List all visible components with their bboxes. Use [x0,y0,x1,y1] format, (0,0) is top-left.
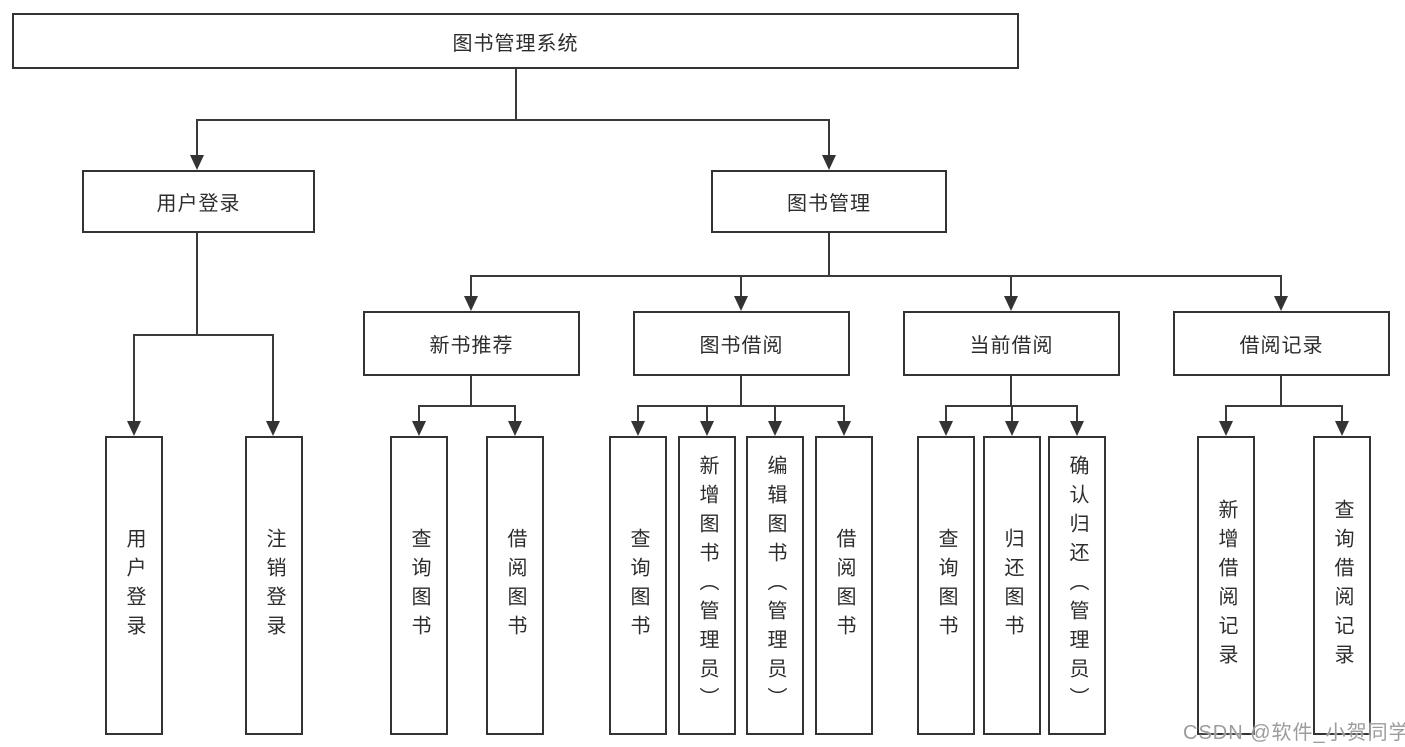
connector-hline [133,334,274,336]
connector-hline [470,275,1282,277]
arrowhead-icon [822,155,836,170]
node-label: 查询图书 [627,527,649,644]
arrowhead-icon [1005,421,1019,436]
node-query-borrow-record: 查询借阅记录 [1313,436,1371,735]
connector-vline [828,232,830,277]
connector-vline [133,334,135,422]
node-add-book-admin: 新增图书（管理员） [678,436,736,735]
connector-vline [828,119,830,156]
node-return-books: 归还图书 [983,436,1041,735]
node-borrow-books-1: 借阅图书 [486,436,544,735]
connector-vline [515,68,517,120]
node-label: 确认归还（管理员） [1066,455,1088,716]
node-label: 新增借阅记录 [1215,498,1237,673]
connector-vline [1076,405,1078,423]
arrowhead-icon [464,296,478,311]
node-borrowing-records: 借阅记录 [1173,311,1390,376]
node-current-borrowing: 当前借阅 [903,311,1120,376]
node-label: 查询图书 [408,527,430,644]
connector-vline [1010,376,1012,407]
node-label: 用户登录 [156,193,241,215]
node-label: 借阅图书 [833,527,855,644]
arrowhead-icon [631,421,645,436]
connector-vline [774,405,776,423]
node-label: 编辑图书（管理员） [764,455,786,716]
arrowhead-icon [266,421,280,436]
arrowhead-icon [837,421,851,436]
node-label: 借阅图书 [504,527,526,644]
node-new-book-recommendation: 新书推荐 [363,311,580,376]
node-label: 图书借阅 [699,335,784,357]
arrowhead-icon [190,155,204,170]
connector-hline [1225,405,1343,407]
node-add-borrow-record: 新增借阅记录 [1197,436,1255,735]
node-query-books-2: 查询图书 [609,436,667,735]
connector-vline [1280,376,1282,407]
node-user-login: 用户登录 [82,170,315,233]
node-label: 用户登录 [123,527,145,644]
arrowhead-icon [1070,421,1084,436]
connector-vline [1010,275,1012,298]
connector-vline [740,376,742,407]
connector-hline [418,405,516,407]
node-edit-book-admin: 编辑图书（管理员） [746,436,804,735]
arrowhead-icon [1274,296,1288,311]
connector-vline [470,376,472,407]
node-label: 归还图书 [1001,527,1023,644]
arrowhead-icon [508,421,522,436]
node-query-books-3: 查询图书 [917,436,975,735]
node-label: 图书管理 [787,193,871,215]
connector-vline [1011,405,1013,423]
node-user-login-leaf: 用户登录 [105,436,163,735]
node-book-management: 图书管理 [711,170,947,233]
connector-vline [272,334,274,422]
arrowhead-icon [1004,296,1018,311]
arrowhead-icon [700,421,714,436]
node-label: 借阅记录 [1239,335,1324,357]
connector-hline [637,405,845,407]
node-label: 注销登录 [263,527,285,644]
connector-vline [196,119,198,156]
connector-vline [514,405,516,423]
arrowhead-icon [412,421,426,436]
node-label: 查询图书 [935,527,957,644]
node-label: 查询借阅记录 [1331,498,1353,673]
connector-vline [740,275,742,298]
connector-vline [1225,405,1227,423]
connector-vline [706,405,708,423]
node-logout: 注销登录 [245,436,303,735]
csdn-watermark: CSDN @软件_小贺同学 [1183,722,1405,744]
node-confirm-return-admin: 确认归还（管理员） [1048,436,1106,735]
node-library-management-system: 图书管理系统 [12,13,1019,69]
connector-hline [196,119,830,121]
arrowhead-icon [939,421,953,436]
node-book-borrowing: 图书借阅 [633,311,850,376]
node-label: 新书推荐 [429,335,514,357]
connector-vline [843,405,845,423]
arrowhead-icon [1335,421,1349,436]
connector-vline [945,405,947,423]
connector-vline [196,232,198,336]
arrowhead-icon [768,421,782,436]
node-query-books-1: 查询图书 [390,436,448,735]
connector-vline [418,405,420,423]
node-label: 图书管理系统 [452,32,579,55]
arrowhead-icon [127,421,141,436]
connector-vline [470,275,472,298]
connector-vline [1341,405,1343,423]
node-label: 新增图书（管理员） [696,455,718,716]
node-borrow-books-2: 借阅图书 [815,436,873,735]
connector-vline [637,405,639,423]
node-label: 当前借阅 [969,335,1054,357]
arrowhead-icon [734,296,748,311]
connector-vline [1280,275,1282,298]
arrowhead-icon [1219,421,1233,436]
